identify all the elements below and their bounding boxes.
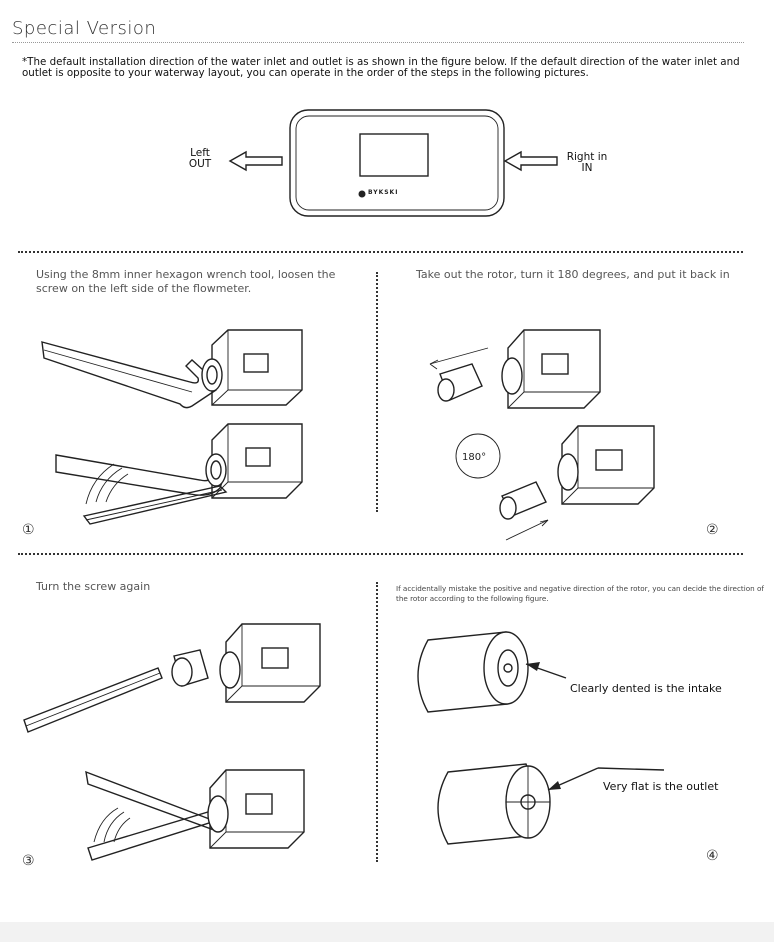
step-4-number: ④ [706,848,719,864]
title-divider [12,42,744,43]
step-2-text: Take out the rotor, turn it 180 degrees,… [416,268,730,281]
column-divider-upper [376,272,378,512]
brand-logo: BYKSKI [368,189,399,196]
step-1-text: Using the 8mm inner hexagon wrench tool,… [36,268,336,295]
column-divider-lower [376,582,378,862]
step-2-figure: 180° [429,329,655,541]
step-4-figure [417,631,665,845]
outlet-callout: Very flat is the outlet [603,780,719,793]
installation-note: *The default installation direction of t… [22,56,740,79]
section-divider-middle [18,553,743,555]
step-3-text: Turn the screw again [36,580,151,593]
section-divider-top [18,251,743,253]
step-3-figure [23,623,321,861]
left-out-label: Left OUT [188,147,212,170]
step-1-number: ① [22,522,35,538]
intake-callout: Clearly dented is the intake [570,682,722,695]
step-1-figure [41,329,303,525]
right-in-label: Right in IN [566,151,608,174]
step-3-number: ③ [22,853,35,869]
rotation-label: 180° [462,452,486,463]
step-2-number: ② [706,522,719,538]
footer-bar [0,922,774,942]
left-arrow-icon [228,150,283,172]
page-title: Special Version [12,18,157,39]
step-4-text: If accidentally mistake the positive and… [396,584,764,603]
flowmeter-front-figure [289,109,505,217]
right-arrow-icon [503,150,558,172]
